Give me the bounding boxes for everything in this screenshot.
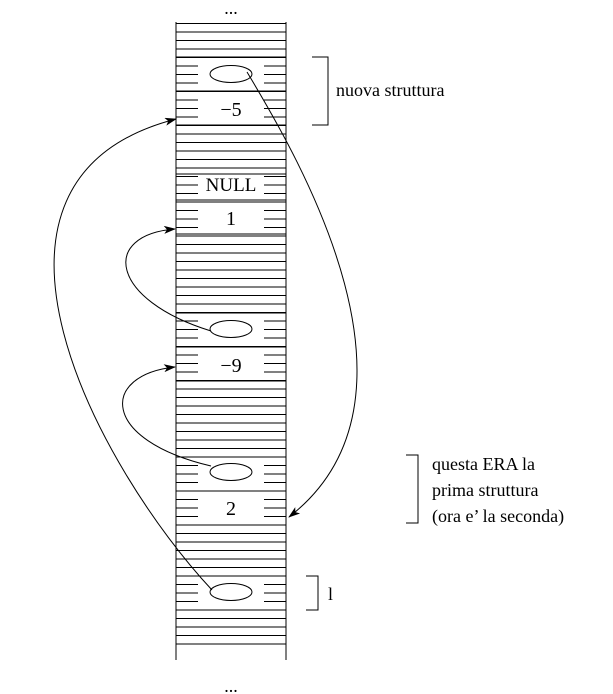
bracket-old-struct [406, 454, 419, 524]
arrow-to-node-1 [125, 225, 212, 332]
label-new-struct: nuova struttura [336, 80, 444, 100]
arrow-l-to-new [53, 117, 213, 591]
cell-value-neg9: −9 [220, 355, 241, 377]
label-old-struct-1: questa ERA la [432, 454, 535, 474]
cell-value-2: 2 [226, 498, 236, 520]
label-old-struct-3: (ora e’ la seconda) [432, 506, 564, 527]
cell-value-null: NULL [206, 175, 257, 196]
pointer-ellipse-old [209, 463, 253, 481]
arrow-to-node-neg9 [122, 364, 212, 467]
pointer-ellipse-l [209, 583, 253, 601]
arrow-new-to-old [246, 71, 358, 518]
label-old-struct-2: prima struttura [432, 480, 538, 500]
pointer-ellipse-2 [209, 320, 253, 338]
memory-column [175, 22, 287, 660]
bracket-new-struct [312, 56, 329, 126]
bottom-ellipsis: ... [224, 676, 238, 694]
cell-value-1: 1 [226, 208, 236, 230]
top-ellipsis: ... [224, 0, 238, 18]
label-l: l [328, 584, 333, 604]
bracket-l [306, 575, 319, 611]
pointer-ellipse-new [209, 65, 253, 83]
cell-value-neg5: −5 [220, 99, 241, 121]
